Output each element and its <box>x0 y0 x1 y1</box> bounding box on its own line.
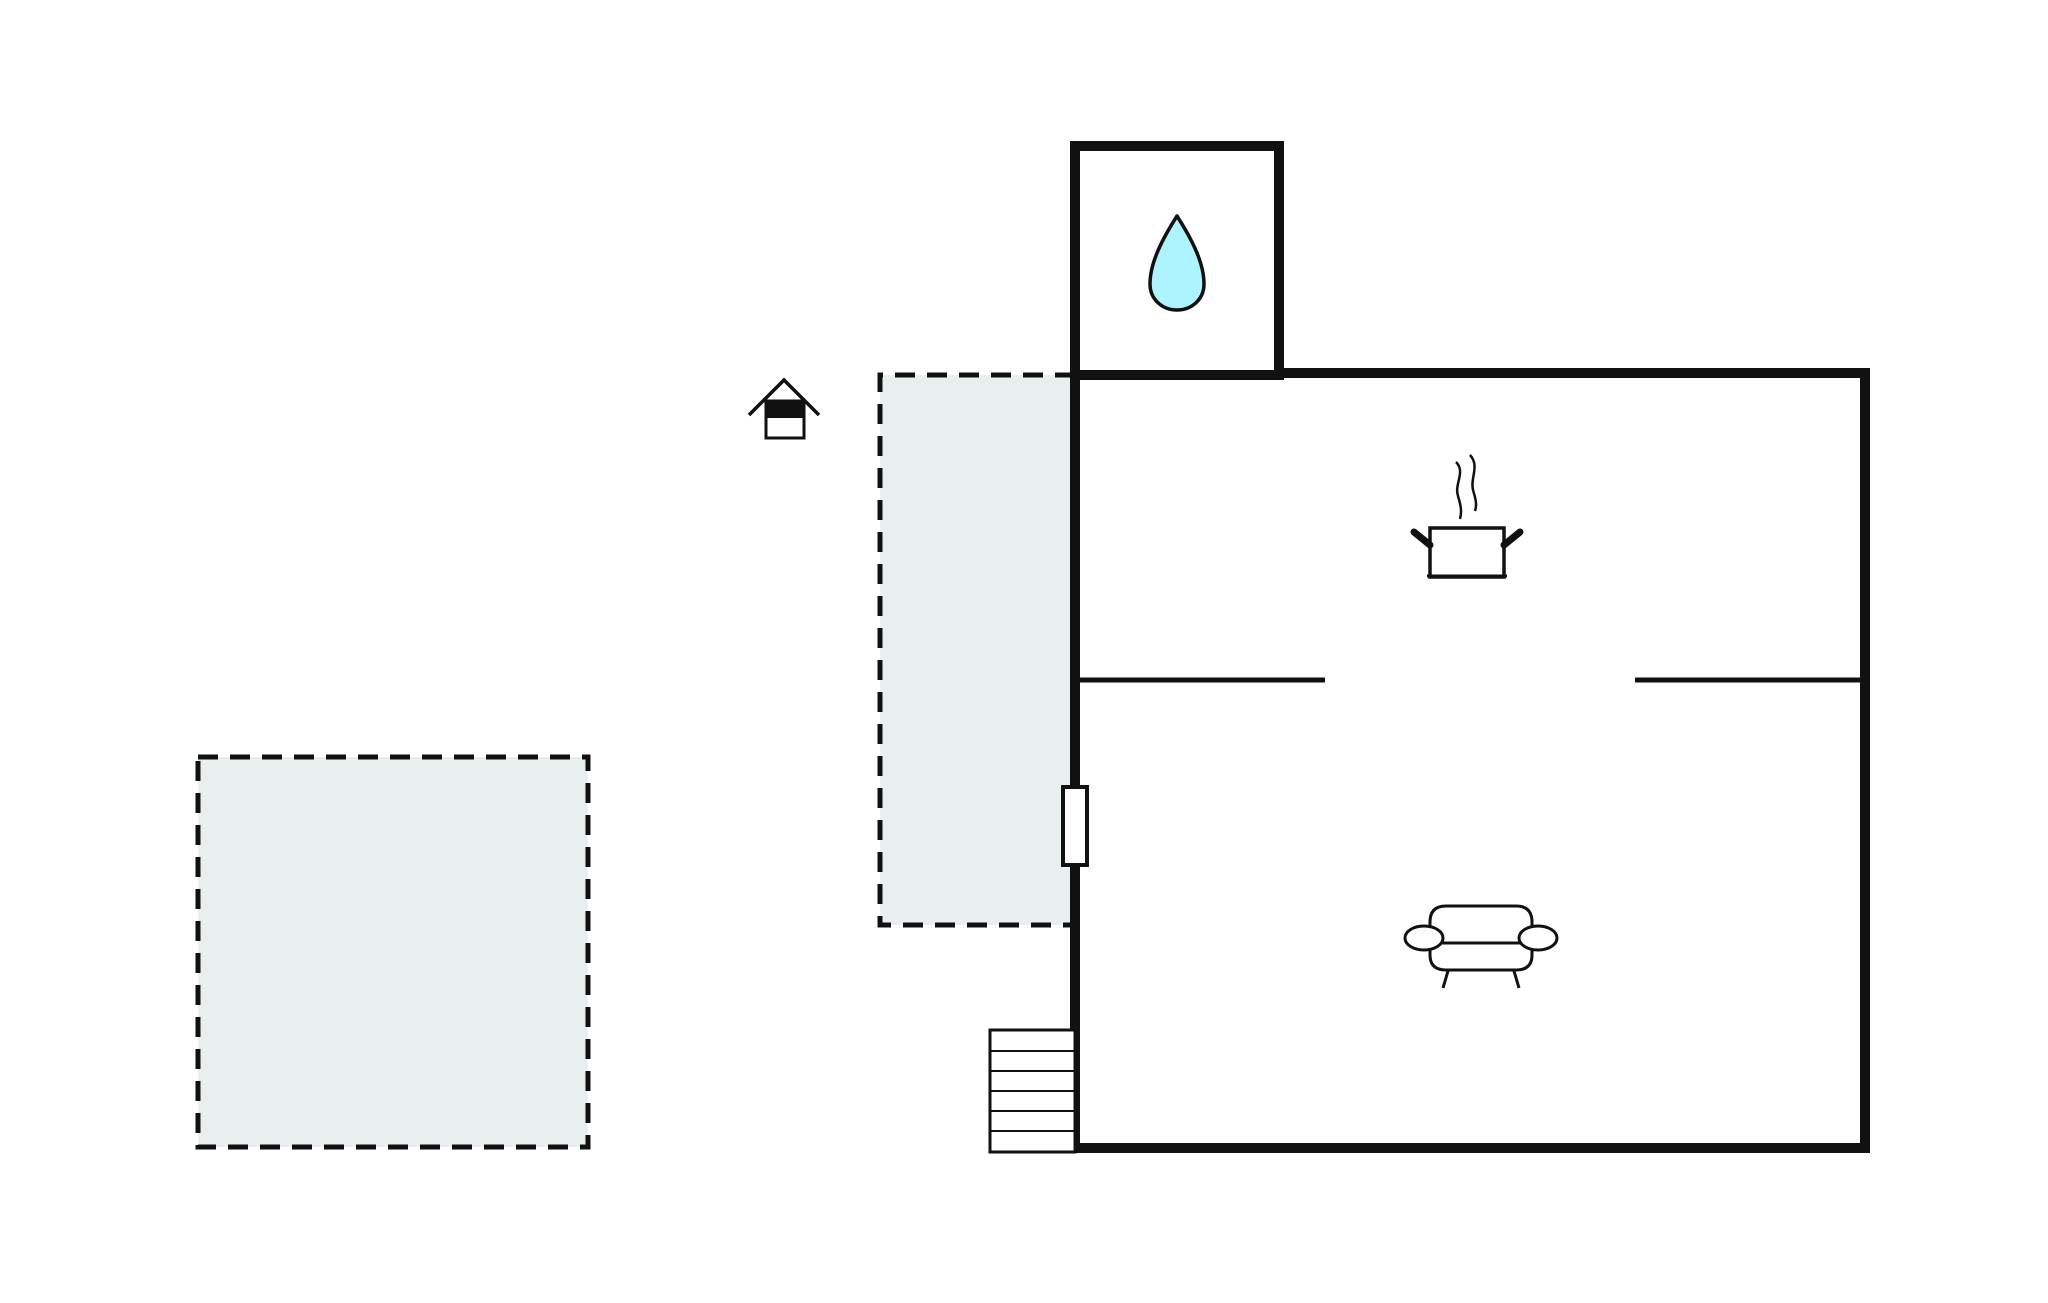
entrance-house-icon <box>747 377 821 440</box>
stairs-icon <box>988 1028 1077 1154</box>
water-drop-icon <box>1148 214 1206 312</box>
main-house-walls <box>1070 368 1870 1153</box>
steaming-pot-icon <box>1410 454 1524 579</box>
door-icon <box>1061 785 1089 867</box>
terrace-area <box>877 372 1075 928</box>
garden-area <box>195 754 591 1150</box>
sofa-icon <box>1403 904 1559 989</box>
